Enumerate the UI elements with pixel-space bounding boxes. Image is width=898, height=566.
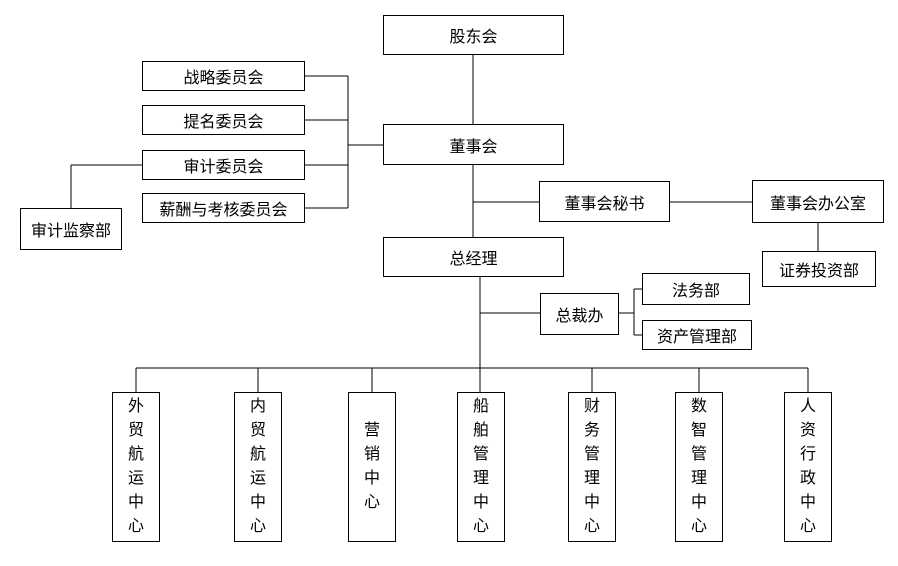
node-board-label: 董事会: [449, 138, 498, 156]
node-audit-supervision-dept-label: 审计监察部: [30, 223, 111, 240]
node-president-office-label: 总裁办: [555, 308, 604, 325]
node-asset-management-dept-label: 资产管理部: [656, 329, 737, 346]
node-board: 董事会: [383, 124, 564, 165]
node-general-manager: 总经理: [383, 237, 564, 277]
node-board-office-label: 董事会办公室: [769, 195, 866, 213]
node-shareholders: 股东会: [383, 15, 564, 55]
node-remuneration-committee-label: 薪酬与考核委员会: [159, 202, 288, 219]
node-general-manager-label: 总经理: [449, 251, 498, 268]
node-center-finance-management-label: 财务管理中心: [584, 398, 601, 535]
node-remuneration-committee: 薪酬与考核委员会: [142, 193, 305, 223]
node-audit-committee: 审计委员会: [142, 150, 305, 180]
node-center-marketing-label: 营销中心: [364, 422, 381, 511]
node-center-hr-administration-label: 人资行政中心: [800, 398, 817, 535]
node-center-digital-intelligence-management-label: 数智管理中心: [691, 398, 708, 535]
node-nomination-committee: 提名委员会: [142, 105, 305, 135]
node-center-foreign-trade-shipping: 外贸航运中心: [112, 392, 160, 542]
node-audit-supervision-dept: 审计监察部: [20, 208, 122, 250]
node-center-domestic-trade-shipping-label: 内贸航运中心: [250, 398, 267, 535]
node-audit-committee-label: 审计委员会: [183, 159, 264, 176]
node-center-ship-management: 船舶管理中心: [457, 392, 505, 542]
node-center-hr-administration: 人资行政中心: [784, 392, 832, 542]
node-center-marketing: 营销中心: [348, 392, 396, 542]
node-board-office: 董事会办公室: [752, 180, 884, 223]
node-legal-dept: 法务部: [642, 273, 750, 305]
node-board-secretary-label: 董事会秘书: [564, 195, 645, 213]
node-board-secretary: 董事会秘书: [539, 181, 670, 222]
node-legal-dept-label: 法务部: [671, 283, 720, 300]
node-center-domestic-trade-shipping: 内贸航运中心: [234, 392, 282, 542]
node-nomination-committee-label: 提名委员会: [183, 114, 264, 131]
node-securities-investment-dept-label: 证券投资部: [778, 263, 859, 280]
node-center-digital-intelligence-management: 数智管理中心: [675, 392, 723, 542]
node-center-finance-management: 财务管理中心: [568, 392, 616, 542]
node-shareholders-label: 股东会: [449, 29, 498, 46]
node-strategy-committee: 战略委员会: [142, 61, 305, 91]
node-asset-management-dept: 资产管理部: [642, 320, 752, 350]
node-center-ship-management-label: 船舶管理中心: [473, 398, 490, 535]
node-center-foreign-trade-shipping-label: 外贸航运中心: [128, 398, 145, 535]
node-strategy-committee-label: 战略委员会: [183, 70, 264, 87]
node-securities-investment-dept: 证券投资部: [762, 251, 876, 287]
node-president-office: 总裁办: [540, 293, 619, 335]
